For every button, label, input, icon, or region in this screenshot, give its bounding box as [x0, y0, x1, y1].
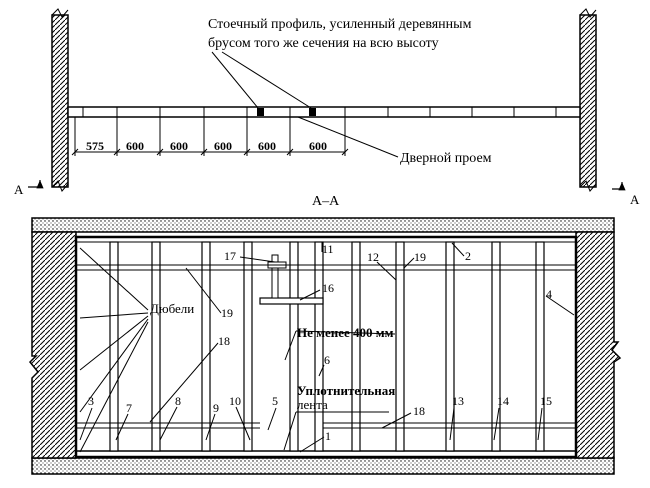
dimension-600: 600: [126, 139, 144, 153]
studs: [109, 241, 545, 452]
stud: [445, 241, 455, 452]
left-wall: [28, 231, 77, 459]
stud-door-jamb: [314, 241, 324, 452]
callout-18: 18: [413, 404, 425, 418]
plan-reinforced-stud-1: [257, 108, 264, 116]
callout-18: 18: [218, 334, 230, 348]
callout-16: 16: [322, 281, 334, 295]
plan-note-leaders: [211, 51, 312, 109]
callout-19: 19: [221, 306, 233, 320]
plan-note-line2: брусом того же сечения на всю высоту: [208, 36, 439, 51]
callout-5: 5: [272, 394, 278, 408]
svg-text:A: A: [630, 192, 640, 207]
callout-11: 11: [322, 242, 334, 256]
seal-tape-label-line1: Уплотнительная: [297, 383, 395, 398]
ceiling-slab: [31, 217, 615, 233]
door-header: [259, 297, 324, 305]
section-view: A–A: [28, 194, 622, 475]
callout-15: 15: [540, 394, 552, 408]
plan-dimension-line: [71, 117, 349, 156]
plan-partition: [67, 106, 581, 118]
stud: [243, 241, 253, 452]
callout-8: 8: [175, 394, 181, 408]
dowel-leaders: [79, 247, 149, 453]
floor-slab: [31, 457, 615, 475]
plan-left-wall: [51, 14, 69, 188]
callout-7: 7: [126, 401, 132, 415]
callout-2: 2: [465, 249, 471, 263]
dimension-600: 600: [309, 139, 327, 153]
dowels-label: Дюбели: [150, 301, 194, 316]
stud: [351, 241, 361, 452]
dimension-600: 600: [214, 139, 232, 153]
section-mark-right: A: [612, 182, 640, 207]
svg-text:A: A: [14, 182, 24, 197]
stud: [151, 241, 161, 452]
callout-6: 6: [324, 353, 330, 367]
dimension-600: 600: [258, 139, 276, 153]
stud: [109, 241, 119, 452]
section-title: A–A: [312, 194, 340, 209]
seal-tape-label-line2: лента: [297, 397, 328, 412]
stud: [201, 241, 211, 452]
callout-1: 1: [325, 429, 331, 443]
frame-perimeter: [74, 235, 578, 459]
plan-stud-marks: [82, 107, 557, 117]
callout-10: 10: [229, 394, 241, 408]
callout-12: 12: [367, 250, 379, 264]
plan-reinforced-stud-2: [309, 108, 316, 116]
stud: [535, 241, 545, 452]
plan-left-wall-break: [51, 8, 69, 18]
callout-14: 14: [497, 394, 509, 408]
callout-9: 9: [213, 401, 219, 415]
door-opening-label: Дверной проем: [400, 151, 492, 166]
section-mark-left: A: [14, 180, 44, 197]
stud: [491, 241, 501, 452]
short-stud-above-door: [271, 254, 279, 299]
plan-note-line1: Стоечный профиль, усиленный деревянным: [208, 17, 472, 32]
door-label-leader: [297, 116, 399, 158]
plan-right-wall: [579, 14, 597, 188]
stud: [395, 241, 405, 452]
dimension-575: 575: [86, 139, 104, 153]
callout-leaders: [79, 242, 575, 453]
plan-view: 575 600 600 600 600 600 Стоечный профиль…: [14, 8, 640, 207]
callout-17: 17: [224, 249, 236, 263]
right-wall: [575, 231, 622, 459]
callout-19: 19: [414, 250, 426, 264]
callout-3: 3: [88, 394, 94, 408]
dimension-600: 600: [170, 139, 188, 153]
horizontal-rails: [76, 264, 576, 429]
callout-13: 13: [452, 394, 464, 408]
callout-4: 4: [546, 287, 552, 301]
